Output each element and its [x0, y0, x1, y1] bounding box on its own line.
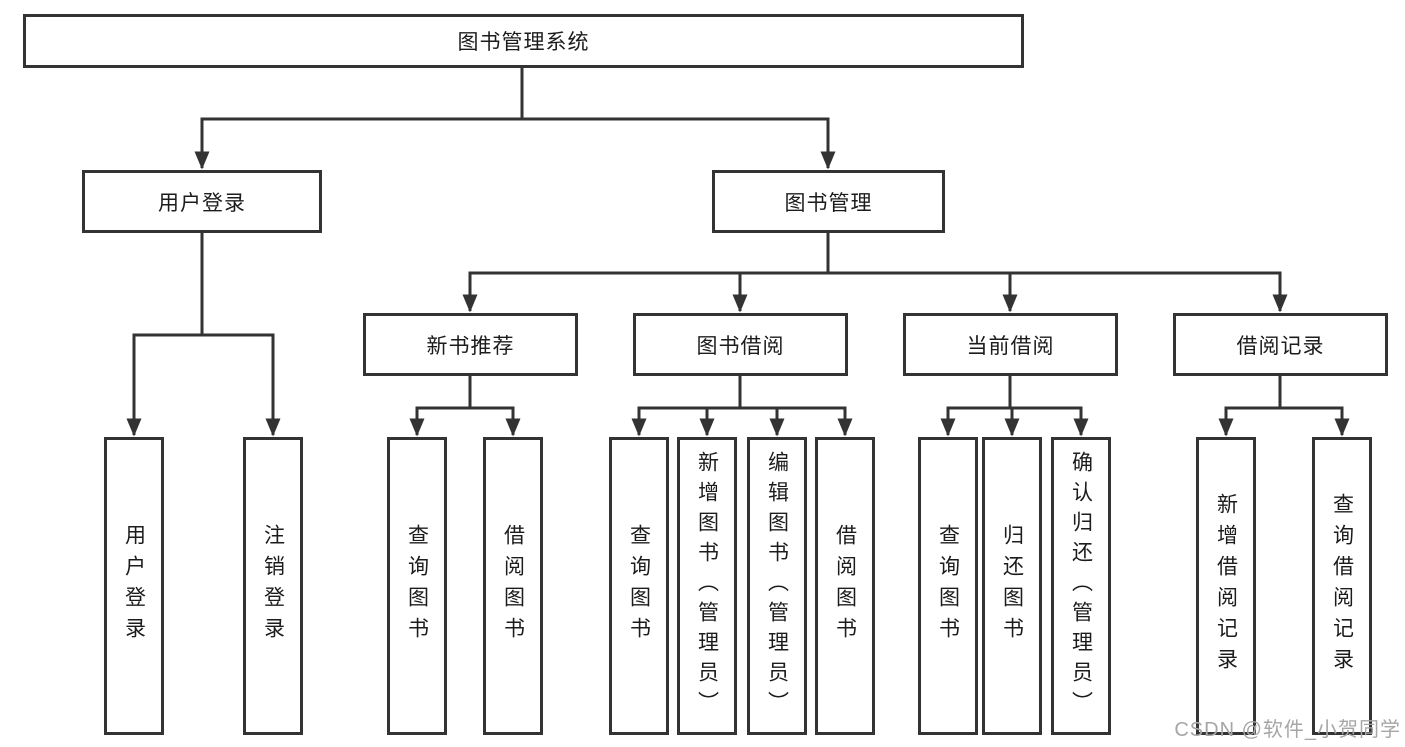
connector-borrow-records [1218, 374, 1350, 437]
connector-current-borrow [940, 374, 1089, 437]
node-logout-label: 注销登录 [261, 524, 285, 648]
node-borrowing-query-books: 查询图书 [609, 437, 669, 735]
node-confirm-return-admin: 确认归还（管理员） [1051, 437, 1111, 735]
node-return-books: 归还图书 [982, 437, 1042, 735]
node-add-books-admin: 新增图书（管理员） [677, 437, 737, 735]
node-root-label: 图书管理系统 [457, 31, 590, 54]
node-recommend-borrow-books-label: 借阅图书 [501, 524, 525, 648]
node-borrowing-records-label: 借阅记录 [1236, 334, 1325, 358]
node-book-management-label: 图书管理 [784, 191, 873, 215]
node-current-borrowing: 当前借阅 [903, 313, 1118, 376]
node-add-borrow-record-label: 新增借阅记录 [1214, 493, 1238, 679]
connector-book-management [462, 231, 1288, 313]
node-query-borrow-record-label: 查询借阅记录 [1330, 493, 1354, 679]
node-query-borrow-record: 查询借阅记录 [1312, 437, 1372, 735]
node-confirm-return-admin-label: 确认归还（管理员） [1069, 451, 1093, 721]
node-recommend-query-books-label: 查询图书 [405, 524, 429, 648]
node-login-label: 用户登录 [122, 524, 146, 648]
node-recommend-query-books: 查询图书 [387, 437, 447, 735]
node-new-book-recommendation-label: 新书推荐 [426, 334, 515, 358]
node-borrowing-records: 借阅记录 [1173, 313, 1388, 376]
node-recommend-borrow-books: 借阅图书 [483, 437, 543, 735]
connector-book-borrow [631, 374, 853, 437]
node-user-login-label: 用户登录 [158, 191, 246, 215]
node-current-query-books-label: 查询图书 [936, 524, 960, 648]
node-add-borrow-record: 新增借阅记录 [1196, 437, 1256, 735]
node-borrowing-borrow-books-label: 借阅图书 [833, 524, 857, 648]
node-borrowing-query-books-label: 查询图书 [627, 524, 651, 648]
node-book-borrowing: 图书借阅 [633, 313, 848, 376]
watermark: CSDN @软件_小贺同学 [1174, 719, 1401, 741]
node-add-books-admin-label: 新增图书（管理员） [695, 451, 719, 721]
node-user-login: 用户登录 [82, 170, 322, 233]
node-current-query-books: 查询图书 [918, 437, 978, 735]
node-book-borrowing-label: 图书借阅 [696, 334, 785, 358]
node-root: 图书管理系统 [23, 14, 1024, 68]
node-borrowing-borrow-books: 借阅图书 [815, 437, 875, 735]
node-edit-books-admin-label: 编辑图书（管理员） [765, 451, 789, 721]
connector-root [194, 66, 836, 170]
connector-new-book [409, 374, 521, 437]
node-logout: 注销登录 [243, 437, 303, 735]
node-return-books-label: 归还图书 [1000, 524, 1024, 648]
connector-user-login [126, 231, 281, 437]
node-book-management: 图书管理 [712, 170, 945, 233]
node-edit-books-admin: 编辑图书（管理员） [747, 437, 807, 735]
node-login: 用户登录 [104, 437, 164, 735]
node-current-borrowing-label: 当前借阅 [966, 334, 1055, 358]
node-new-book-recommendation: 新书推荐 [363, 313, 578, 376]
